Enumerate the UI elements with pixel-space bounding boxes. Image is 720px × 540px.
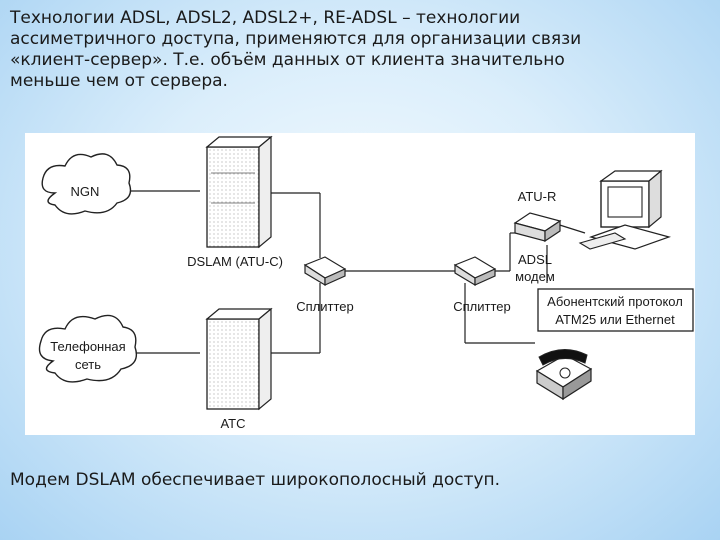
protocol-label-line1: Абонентский протокол bbox=[547, 294, 683, 309]
ngn-cloud-icon bbox=[41, 153, 132, 215]
adsl-modem-icon bbox=[513, 212, 562, 243]
splitter-left-icon bbox=[303, 256, 347, 287]
dslam-label: DSLAM (ATU-C) bbox=[187, 254, 283, 269]
modem-label-line2: модем bbox=[515, 269, 555, 284]
modem-label-line1: ADSL bbox=[518, 252, 552, 267]
phone-network-label-line1: Телефонная bbox=[50, 339, 125, 354]
connection-lines bbox=[125, 190, 586, 354]
ats-label: АТС bbox=[221, 416, 246, 431]
intro-line: меньше чем от сервера. bbox=[10, 71, 228, 91]
outro-paragraph: Модем DSLAM обеспечивает широкополосный … bbox=[10, 470, 501, 490]
atu-r-label: ATU-R bbox=[518, 189, 557, 204]
phone-network-label-line2: сеть bbox=[75, 357, 101, 372]
ngn-label: NGN bbox=[71, 184, 100, 199]
computer-icon bbox=[578, 169, 672, 250]
ats-exchange-icon bbox=[205, 307, 273, 411]
splitter-right-icon bbox=[453, 256, 497, 287]
intro-paragraph: Технологии ADSL, ADSL2, ADSL2+, RE-ADSL … bbox=[10, 8, 710, 92]
telephone-icon bbox=[535, 349, 593, 401]
diagram-canvas: NGN Телефонная сеть DSLAM (ATU-C) АТС bbox=[38, 135, 694, 431]
adsl-network-diagram: NGN Телефонная сеть DSLAM (ATU-C) АТС bbox=[25, 133, 695, 435]
dslam-server-icon bbox=[205, 135, 273, 249]
phone-network-cloud-icon bbox=[38, 314, 138, 383]
intro-line: Технологии ADSL, ADSL2, ADSL2+, RE-ADSL … bbox=[10, 8, 521, 28]
splitter-left-label: Сплиттер bbox=[296, 299, 354, 314]
splitter-right-label: Сплиттер bbox=[453, 299, 511, 314]
intro-line: ассиметричного доступа, применяются для … bbox=[10, 29, 582, 49]
intro-line: «клиент-сервер». Т.е. объём данных от кл… bbox=[10, 50, 565, 70]
protocol-label-line2: ATM25 или Ethernet bbox=[555, 312, 675, 327]
protocol-box bbox=[537, 288, 694, 332]
